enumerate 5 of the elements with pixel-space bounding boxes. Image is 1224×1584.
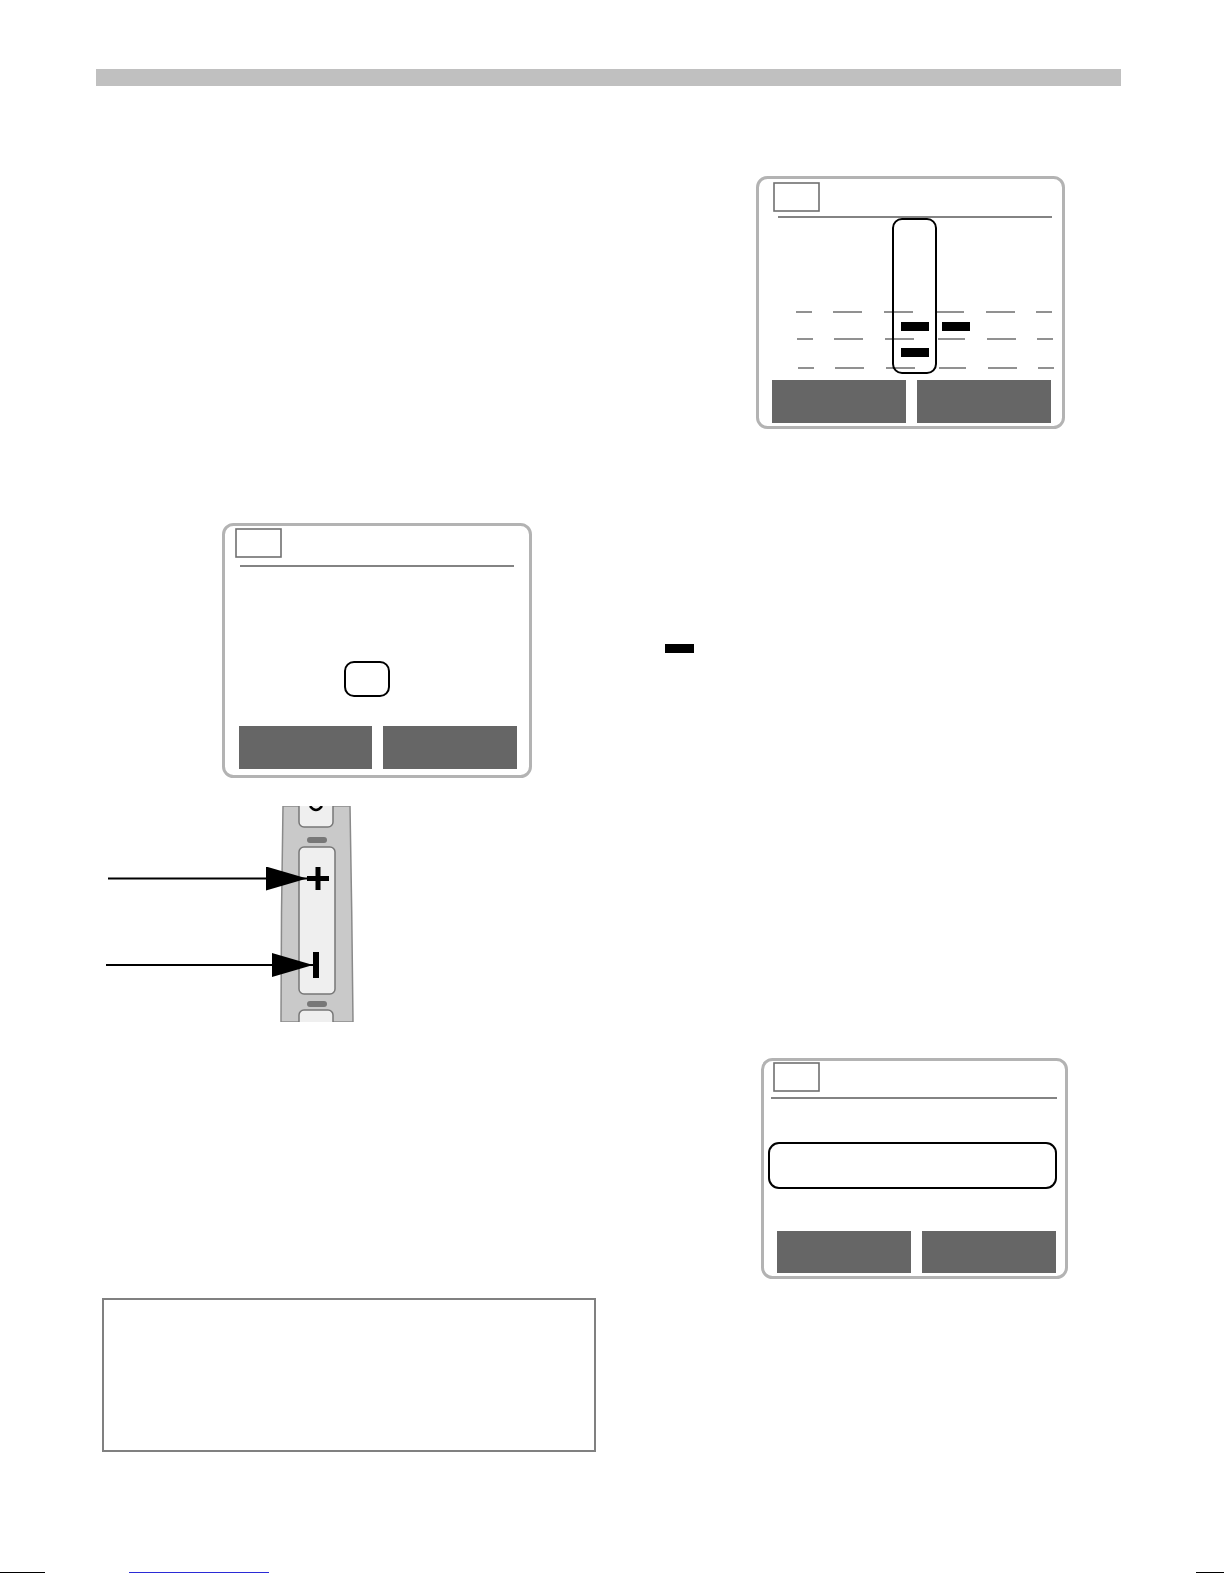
arrow — [107, 866, 308, 891]
note-box — [102, 1298, 596, 1452]
plus-icon — [307, 867, 329, 890]
arrow — [105, 953, 314, 977]
minus-icon — [313, 952, 319, 978]
